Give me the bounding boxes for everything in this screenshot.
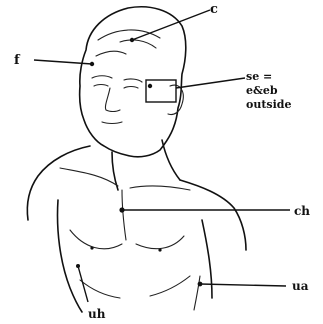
- nipple-right: [158, 248, 161, 251]
- eye: [124, 87, 138, 89]
- nipple-left: [90, 246, 93, 249]
- hair-strand: [96, 51, 126, 56]
- se-box: [146, 80, 176, 102]
- leader-ua: [200, 284, 286, 286]
- label-ch: ch: [294, 204, 310, 218]
- leaders: [34, 10, 290, 302]
- armpit-right: [194, 276, 200, 310]
- nose: [105, 88, 120, 112]
- neck-right: [162, 140, 180, 180]
- torso-left-side: [58, 200, 83, 312]
- leader-se: [176, 78, 245, 88]
- figure-outline: [27, 7, 246, 312]
- pectoral-right: [136, 236, 184, 249]
- leader-uh: [78, 266, 88, 302]
- label-c: c: [210, 2, 218, 17]
- torso-right-side: [202, 220, 212, 298]
- hair-strand: [120, 40, 156, 48]
- hair-strand: [98, 30, 160, 40]
- label-uh: uh: [88, 307, 106, 321]
- pectoral-left: [70, 230, 122, 249]
- brow: [92, 76, 112, 78]
- clavicle-left: [60, 168, 118, 186]
- rib-right: [150, 276, 190, 296]
- mouth: [102, 122, 122, 124]
- clavicle-right: [130, 186, 190, 190]
- label-se-line3: outside: [246, 98, 291, 111]
- left-shoulder: [27, 146, 90, 220]
- points: [76, 38, 202, 287]
- brow: [124, 79, 142, 82]
- label-f: f: [14, 53, 21, 68]
- label-se-line2: e&eb: [246, 84, 278, 97]
- sternum-line: [122, 190, 126, 240]
- label-se-line1: se =: [246, 70, 272, 83]
- leader-f: [34, 60, 92, 64]
- head-outline: [80, 7, 186, 157]
- eye: [94, 85, 108, 87]
- point-se: [148, 84, 152, 88]
- label-ua: ua: [292, 279, 309, 293]
